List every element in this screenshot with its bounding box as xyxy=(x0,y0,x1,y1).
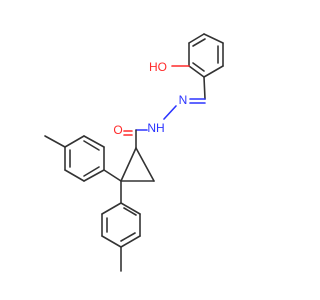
ring-bond xyxy=(188,33,205,44)
carbonyl-oxygen-label: O xyxy=(113,123,122,137)
ring-attachment-bond xyxy=(103,169,122,182)
chemical-structure-diagram: HO N NH O xyxy=(44,33,224,272)
ring-bond xyxy=(83,135,105,148)
nitrogen-nitrogen-bond xyxy=(163,105,177,120)
ring-double-bond xyxy=(123,207,137,216)
lower-tolyl-ring xyxy=(101,180,141,272)
ring-double-bond xyxy=(83,140,100,151)
ring-double-bond xyxy=(192,62,205,72)
ring-bond xyxy=(64,169,85,182)
cyclopropane-ring xyxy=(120,147,155,182)
top-phenol-ring xyxy=(188,33,224,78)
ring-bond xyxy=(101,202,122,215)
ring-bond xyxy=(120,235,141,248)
cyclopropane-bond xyxy=(120,147,137,182)
ring-bond xyxy=(188,65,205,78)
aryl-imine-bond xyxy=(203,76,206,100)
cyclopropane-bond xyxy=(135,147,155,182)
ring-bond xyxy=(203,65,224,78)
ring-double-bond xyxy=(83,166,100,177)
methyl-bond xyxy=(44,135,66,148)
ring-bond xyxy=(120,202,141,215)
hydroxyl-label: HO xyxy=(149,60,167,74)
imine-nitrogen-label: N xyxy=(179,93,188,107)
ring-bond xyxy=(203,33,224,44)
ring-bond xyxy=(101,235,122,248)
ring-bond xyxy=(64,135,85,148)
amide-nh-label: NH xyxy=(147,121,164,135)
ring-double-bond xyxy=(120,232,136,242)
ring-double-bond xyxy=(192,38,206,47)
molecule-canvas: HO N NH O xyxy=(44,33,224,272)
upper-left-tolyl-ring xyxy=(44,135,122,182)
ring-bond xyxy=(83,169,105,182)
